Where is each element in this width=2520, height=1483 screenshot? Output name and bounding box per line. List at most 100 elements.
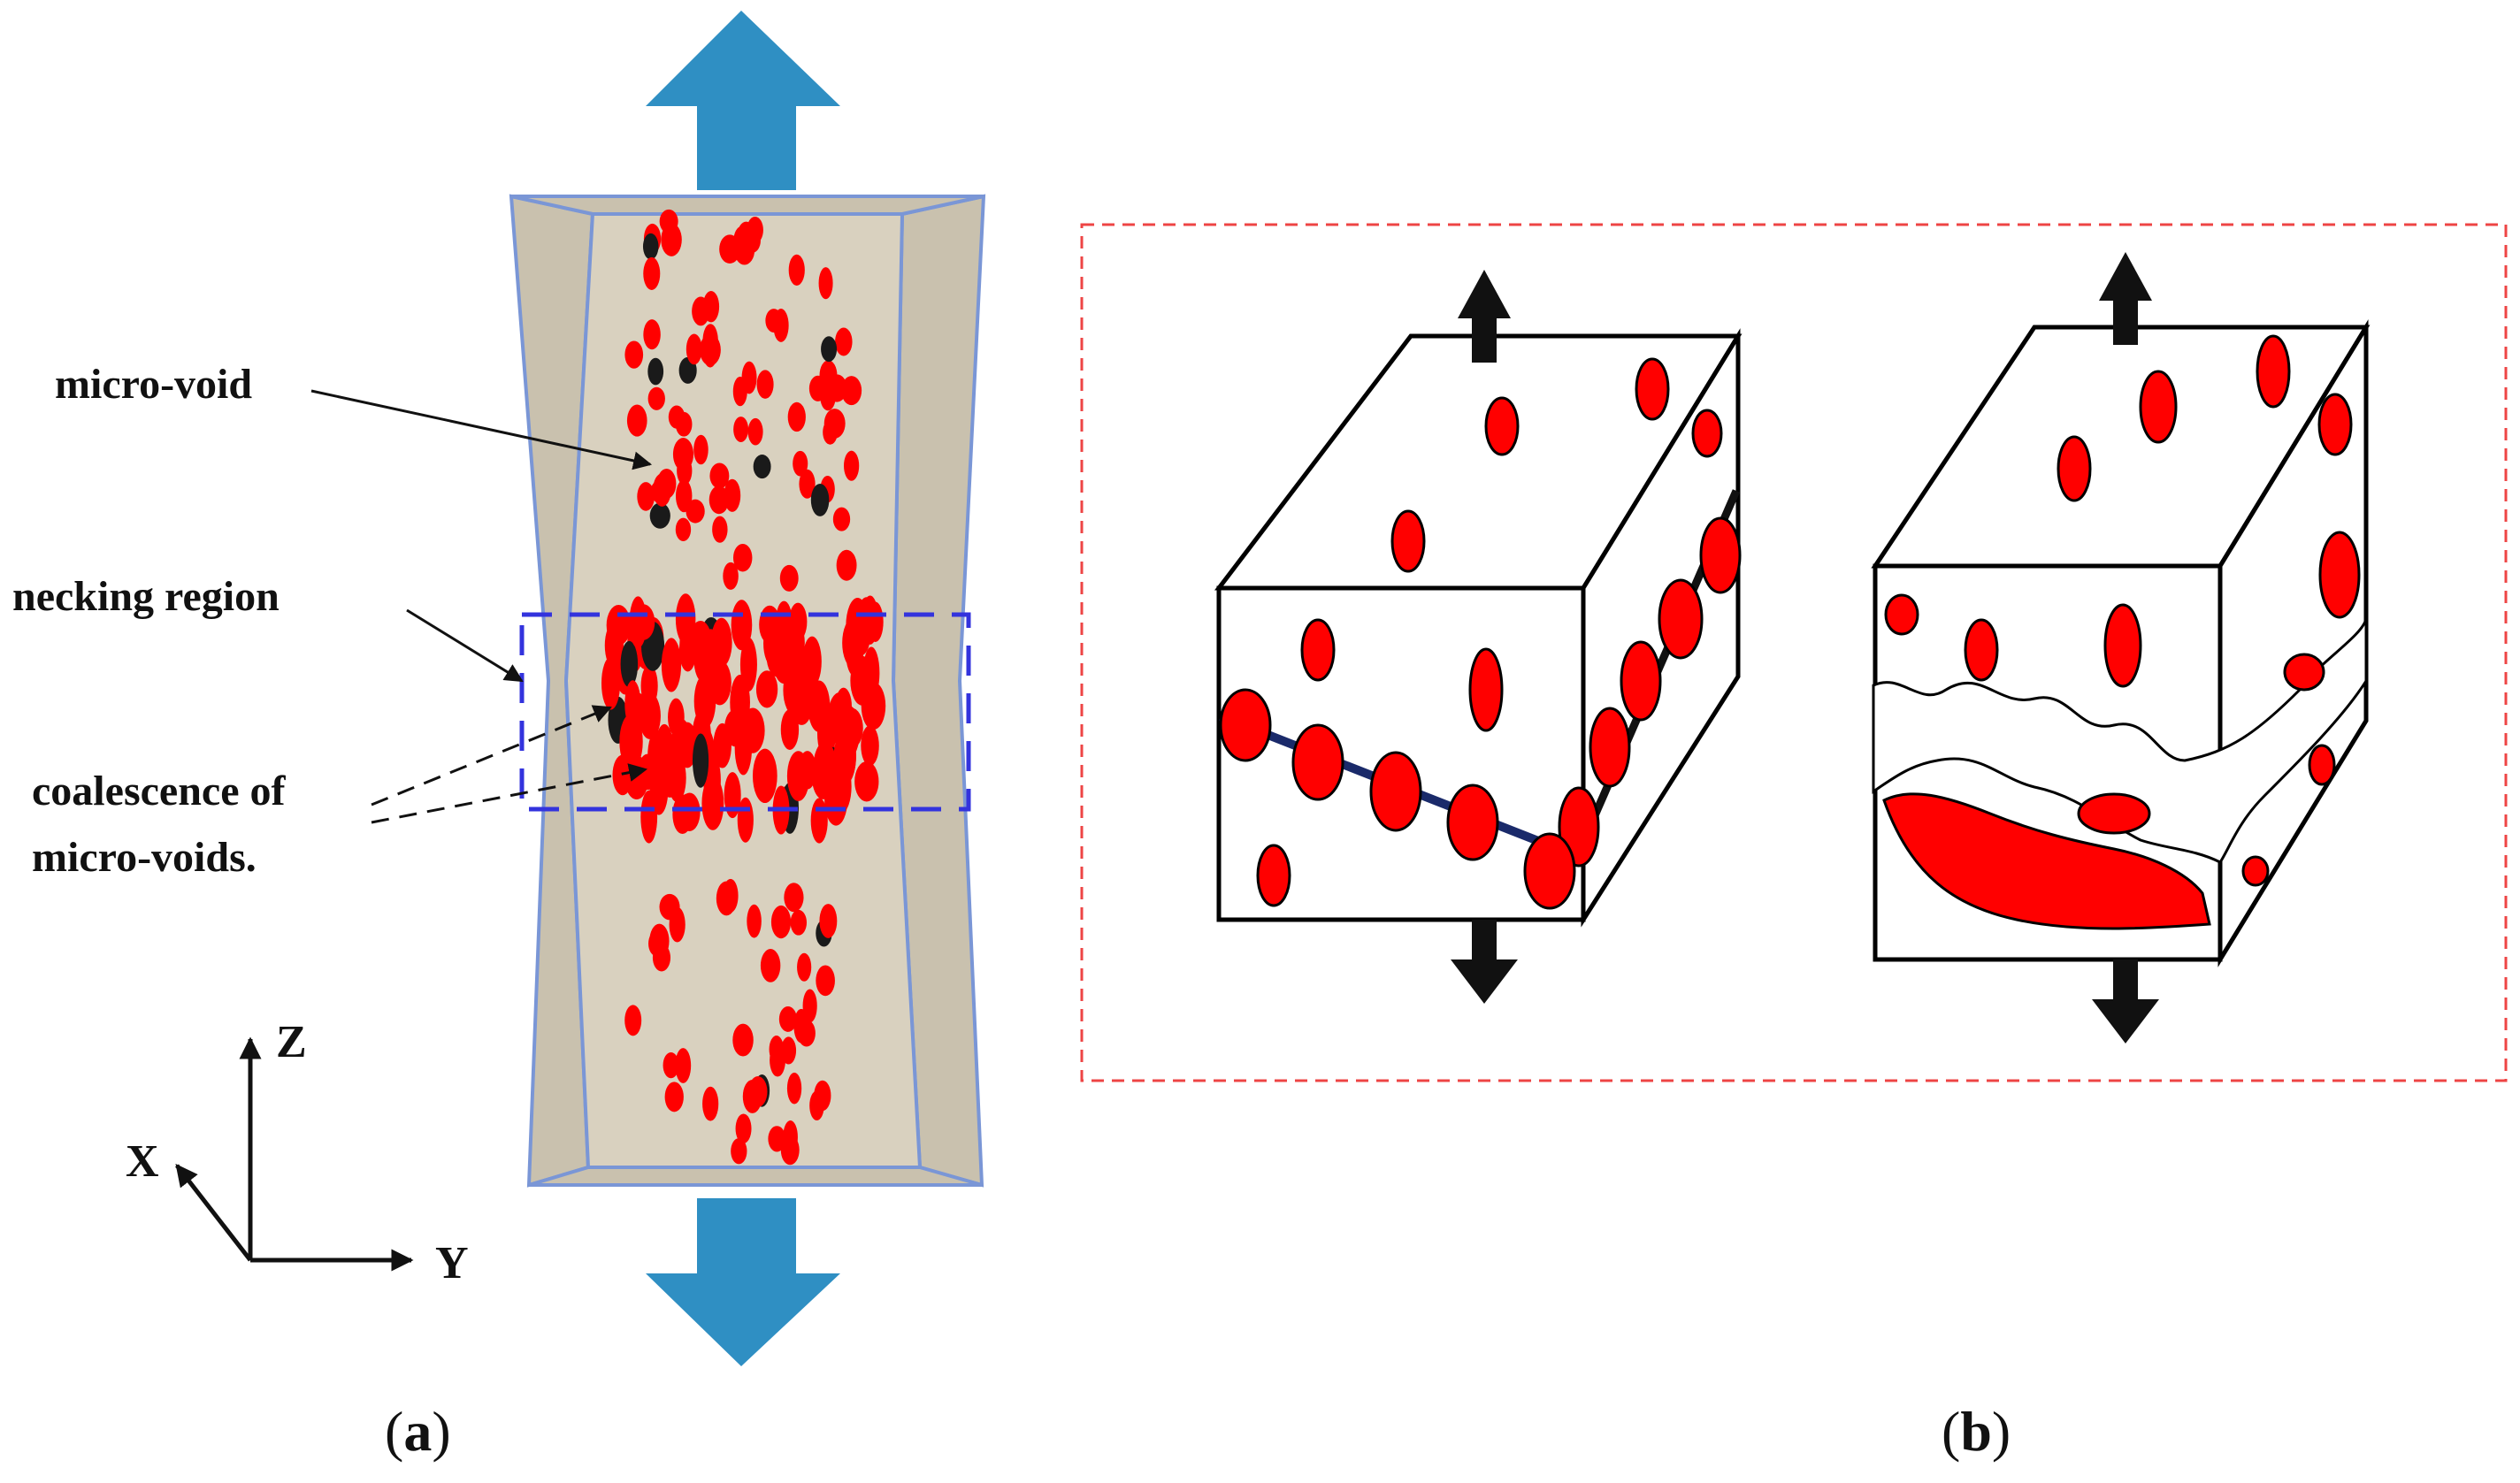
coalescing-void [739,637,757,692]
micro-void [649,923,670,959]
cube1-void [1691,409,1723,458]
necking-region-label: necking region [12,573,280,620]
micro-void [735,1113,752,1143]
micro-void [799,469,816,499]
coalescing-void [638,753,657,791]
micro-void [686,333,702,365]
micro-void [647,357,664,386]
micro-void [747,417,763,446]
micro-void [832,507,851,531]
cube2-void [2256,334,2291,409]
coalescing-void [780,709,800,750]
micro-void [783,1120,798,1154]
micro-void [692,296,710,326]
coalescing-void [606,605,632,646]
micro-void [788,254,805,286]
micro-void [810,483,830,516]
coalescing-void [601,656,621,710]
cube2-void [2308,744,2336,786]
micro-void [818,267,833,300]
cube1-voids [1219,357,1742,910]
micro-void [669,906,686,943]
micro-void [816,965,835,997]
micro-void [836,549,857,581]
caption-b: (b) [1942,1400,2011,1463]
necking-region-leader [406,608,524,683]
bottom-load-arrow-icon [646,1198,840,1366]
cube1-void [1699,516,1742,594]
coalescing-void [856,597,877,645]
micro-void [835,327,853,356]
cube2-fracture-cusp [1882,792,2211,930]
specimen-voids [601,209,886,1166]
cube-void-alignment [1214,270,1743,1004]
micro-void [719,234,740,264]
cube1-top-arrow-icon [1458,270,1511,363]
xyz-axis-icon [175,1036,414,1272]
micro-void [653,473,671,507]
micro-void [624,340,644,369]
coalescing-void [620,640,639,688]
cube2-void [2139,370,2178,444]
caption-a: (a) [385,1400,451,1463]
micro-void [642,233,659,260]
micro-void [743,228,761,254]
micro-void [733,417,749,442]
cube2-void [2283,653,2325,692]
micro-void [668,405,686,429]
micro-void [844,450,860,481]
micro-void [819,904,838,938]
micro-void [823,419,838,445]
coalescence-label-line2: micro-voids. [32,834,257,881]
micro-void [790,909,808,936]
micro-void [647,386,665,410]
coalescing-void [692,733,709,788]
coalescing-void [724,772,741,819]
micro-void [723,562,739,590]
micro-void [712,516,728,543]
micro-void [686,499,705,524]
coalescing-void [629,596,647,648]
micro-void-leader [310,389,653,470]
coalescing-void [752,748,777,804]
coalescing-void [861,682,886,730]
cube1-aligned-void [1369,751,1422,832]
micro-void [797,1020,816,1047]
coalescing-void [678,630,697,672]
micro-void [826,374,847,402]
coalescence-leader-2 [371,763,648,824]
micro-void [637,482,655,511]
cube2-void [2103,603,2142,688]
cube2-voids [1884,334,2361,887]
top-load-arrow-icon [646,11,840,190]
micro-void [723,878,739,913]
cube-fracture [1871,252,2371,1043]
coalescence-label-line1: coalescence of [32,768,287,814]
coalescing-void [713,722,731,768]
micro-void [693,434,709,465]
necking-region-box [519,612,971,812]
micro-void [780,1036,797,1065]
micro-void [732,1023,754,1057]
micro-void [753,455,771,479]
micro-void [779,564,799,592]
micro-void [732,376,747,407]
micro-void [793,450,808,477]
cube2-void [2241,855,2270,887]
micro-void [765,309,783,333]
micro-void [700,333,721,366]
micro-void [732,543,753,572]
coalescing-void [740,707,765,753]
cube1-aligned-void [1291,723,1344,801]
coalescing-void [839,707,863,749]
cube2-top-arrow-icon [2099,252,2152,345]
micro-void [649,502,670,529]
micro-void [664,1082,684,1112]
panel-a: micro-void necking region coalescence of… [12,11,986,1463]
micro-void [675,517,692,542]
micro-void [659,209,678,233]
cube2-void [2318,531,2361,619]
micro-void [821,336,838,363]
panel-b-frame [1080,223,2508,1082]
